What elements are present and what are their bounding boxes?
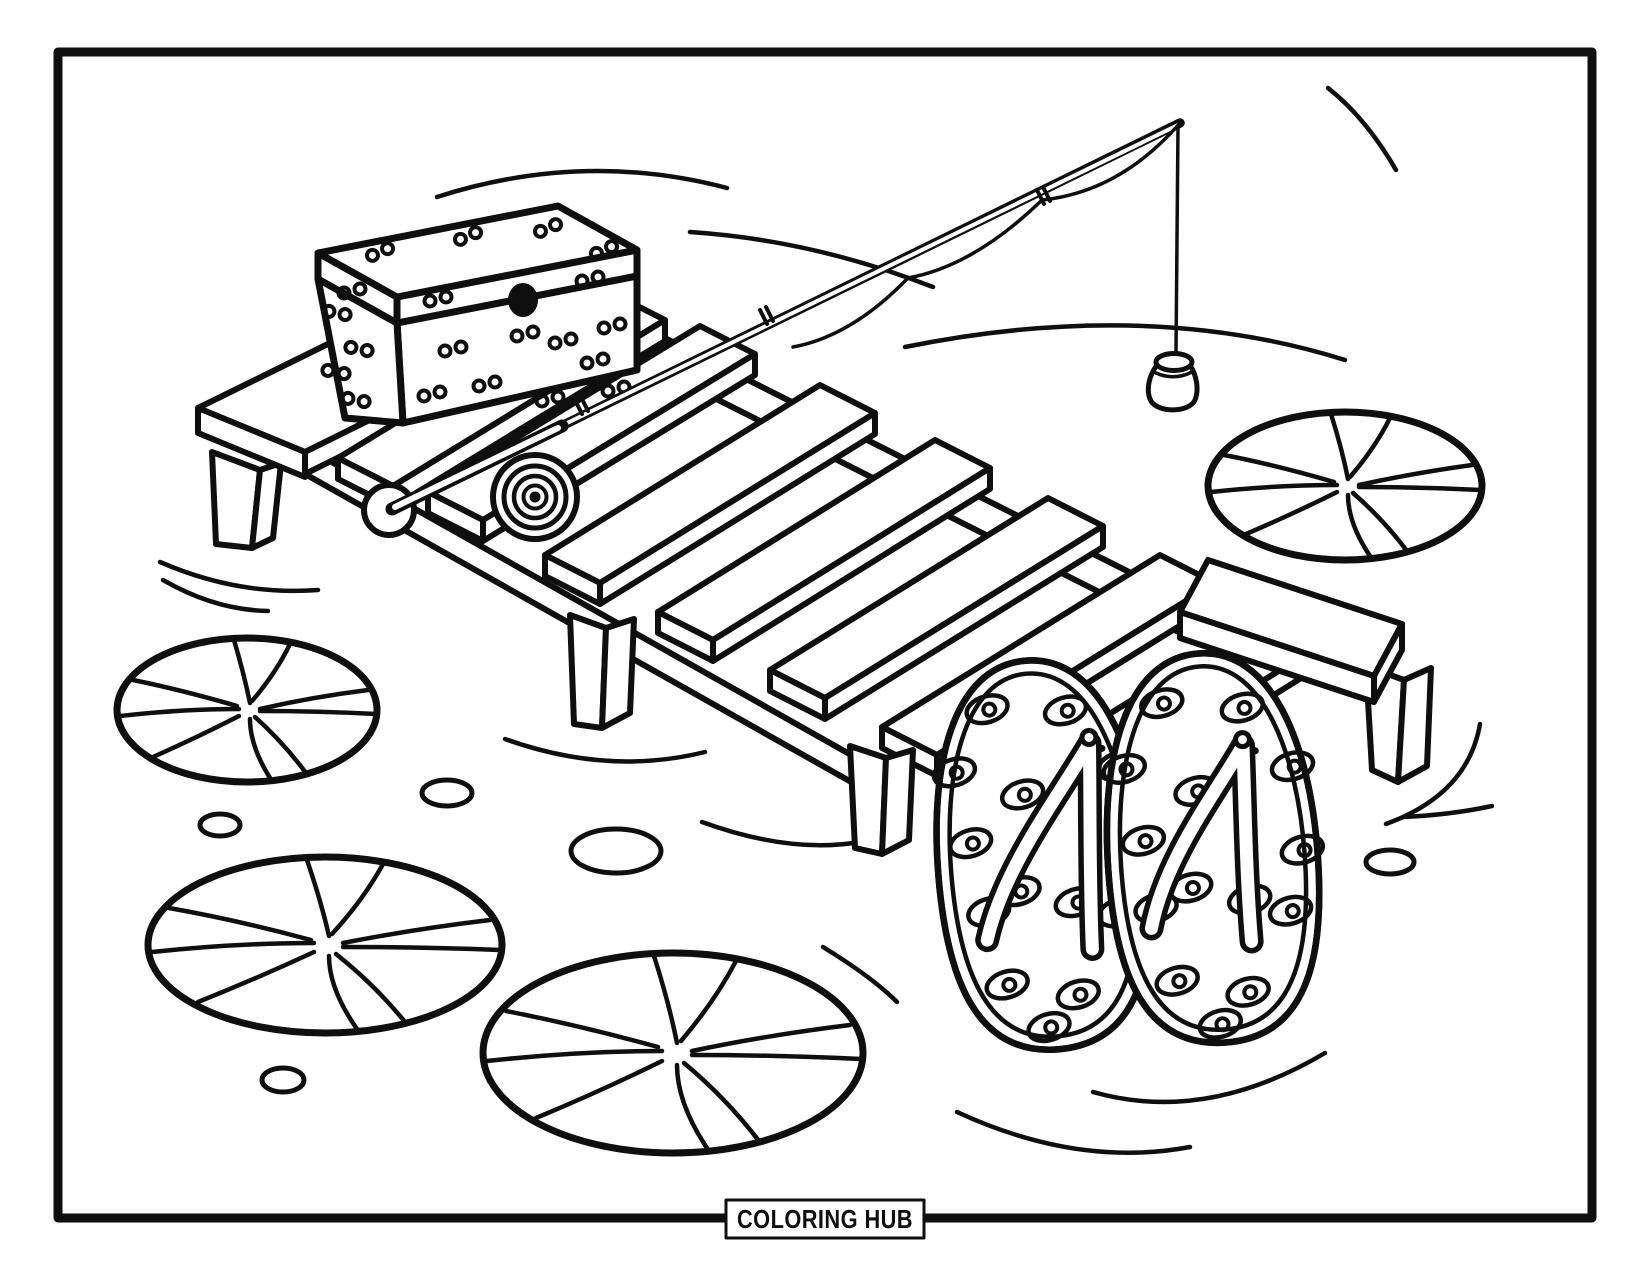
- flip-flop-left: [920, 657, 1169, 1053]
- water-pebbles: [197, 777, 1417, 1095]
- flip-flop-strap: [975, 727, 1106, 961]
- fishing-rod: [361, 118, 1185, 538]
- lily-pad-left-top: [113, 634, 381, 786]
- dock-leg: [209, 449, 284, 551]
- lily-pad-left-bottom: [144, 853, 506, 1037]
- dock-leg: [567, 612, 637, 731]
- lily-pad-bottom-middle: [479, 949, 867, 1157]
- water-ripples: [157, 85, 1495, 1155]
- dock-leg: [847, 743, 916, 857]
- dock-bench-right: [1177, 557, 1405, 705]
- fishing-line: [791, 121, 1182, 353]
- bait-pot: [1145, 351, 1200, 413]
- tackle-box: [314, 202, 641, 427]
- flip-flop-strap: [1139, 730, 1264, 954]
- dock-plank: [655, 437, 993, 664]
- brand-label-text: COLORING HUB: [737, 1204, 913, 1234]
- flip-flop-right: [1093, 650, 1338, 1046]
- lily-pad-right: [1204, 408, 1486, 564]
- dock-plank: [542, 382, 878, 607]
- brand-label: COLORING HUB: [724, 1198, 926, 1240]
- latch: [508, 283, 538, 317]
- fishing-reel: [490, 452, 580, 542]
- dock-plank: [767, 495, 1106, 722]
